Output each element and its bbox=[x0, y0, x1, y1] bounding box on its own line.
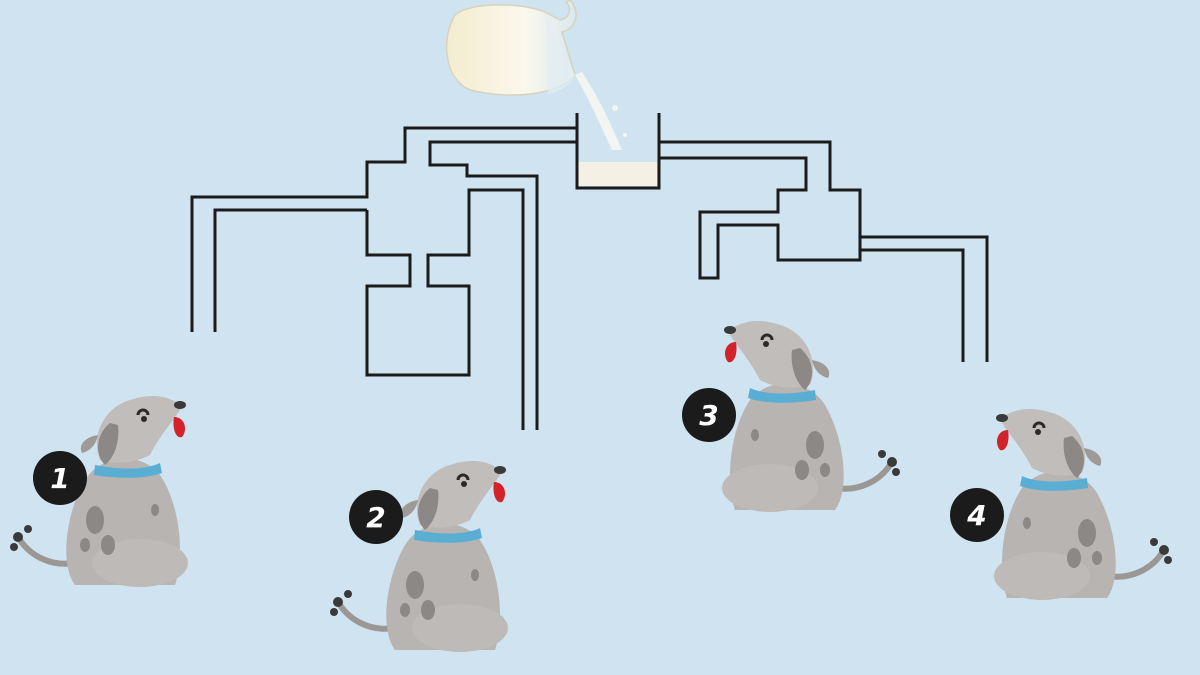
dog-1-badge bbox=[33, 451, 87, 505]
dog-icon bbox=[330, 461, 508, 652]
pipe-maze bbox=[190, 113, 989, 430]
dog-4-badge bbox=[950, 488, 1004, 542]
dog-icon bbox=[722, 321, 900, 512]
dog-4-number: 4 bbox=[966, 499, 986, 532]
dog-1: 1 bbox=[10, 396, 188, 587]
dog-3: 3 bbox=[682, 321, 900, 512]
dog-2: 2 bbox=[330, 461, 508, 652]
milk-bowl-icon bbox=[577, 162, 657, 186]
milk-stream bbox=[575, 72, 627, 150]
dog-3-badge bbox=[682, 388, 736, 442]
dog-2-number: 2 bbox=[366, 501, 385, 534]
dog-1-number: 1 bbox=[50, 462, 69, 495]
collector-walls bbox=[575, 113, 661, 190]
dog-icon bbox=[994, 409, 1172, 600]
dog-2-badge bbox=[349, 490, 403, 544]
dog-3-number: 3 bbox=[699, 399, 718, 432]
dog-4: 4 bbox=[950, 409, 1172, 600]
milk-jug-icon bbox=[445, 0, 577, 96]
